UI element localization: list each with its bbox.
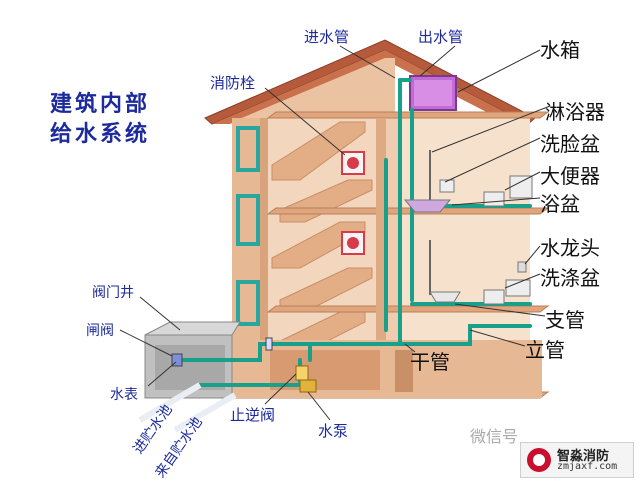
foundation-pillar [395, 350, 413, 392]
label-outlet-pipe: 出水管 [418, 28, 464, 46]
valve-well-inner [155, 345, 225, 390]
brand-logo-url: zmjaxf.com [557, 461, 618, 472]
label-water-meter: 水表 [110, 387, 138, 403]
windows [236, 126, 260, 326]
label-water-tank: 水箱 [540, 38, 580, 62]
label-hydrant: 消防栓 [210, 74, 256, 92]
label-washbasin: 洗脸盆 [540, 132, 600, 156]
label-pump: 水泵 [318, 422, 349, 440]
wechat-watermark: 微信号 [470, 427, 519, 446]
valve-well-top [144, 321, 241, 336]
brand-logo-icon [527, 448, 551, 472]
brand-logo-name: 智淼消防 [557, 449, 610, 464]
label-riser-pipe: 立管 [525, 338, 565, 362]
label-sink: 洗涤盆 [540, 266, 600, 290]
label-branch-pipe: 支管 [545, 308, 585, 332]
reservoir-pipes [138, 382, 237, 433]
label-gate-valve: 闸阀 [86, 323, 114, 339]
label-check-valve: 止逆阀 [230, 406, 276, 424]
left-wall-shadow [260, 118, 268, 398]
brand-logo: 智淼消防 zmjaxf.com [520, 442, 634, 478]
hydrant-cabinets [341, 151, 365, 255]
divider-wall [376, 118, 386, 398]
leader-lines [119, 45, 551, 421]
label-inlet-pipe: 进水管 [304, 28, 350, 46]
gable-wall [232, 58, 395, 122]
label-main-pipe: 干管 [410, 350, 450, 374]
label-toilet: 大便器 [540, 164, 600, 188]
diagram-title-line2: 给水系统 [50, 121, 151, 147]
label-faucet: 水龙头 [540, 236, 600, 260]
valves [171, 337, 317, 393]
label-valve-well: 阀门井 [92, 285, 134, 301]
label-bathtub: 浴盆 [540, 192, 580, 216]
water-tank-water [414, 80, 452, 106]
fixtures [403, 150, 533, 305]
diagram-title-line1: 建筑内部 [50, 91, 151, 117]
label-shower: 淋浴器 [545, 100, 605, 124]
